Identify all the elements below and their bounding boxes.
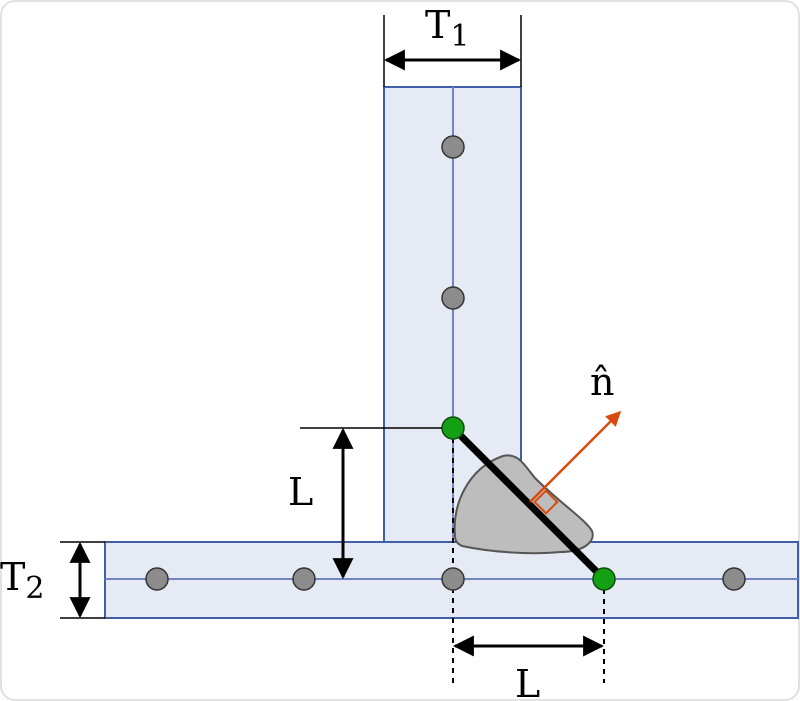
l-vertical-label: L <box>288 470 313 514</box>
t1-label: T1 <box>425 3 469 54</box>
node-vertical-green <box>441 416 465 440</box>
node-horizontal-green <box>592 567 616 591</box>
normal-vector-arrow <box>529 410 622 503</box>
node-vertical-middle <box>441 286 465 310</box>
node-horizontal-3 <box>441 567 465 591</box>
l-horizontal-label: L <box>515 662 540 701</box>
node-horizontal-5 <box>722 567 746 591</box>
normal-vector-label: n̂ <box>590 360 614 404</box>
node-horizontal-1 <box>145 567 169 591</box>
node-vertical-top <box>441 135 465 159</box>
right-angle-marker <box>533 489 559 515</box>
t2-label: T2 <box>0 555 44 606</box>
link-element <box>449 424 608 583</box>
node-horizontal-2 <box>292 567 316 591</box>
